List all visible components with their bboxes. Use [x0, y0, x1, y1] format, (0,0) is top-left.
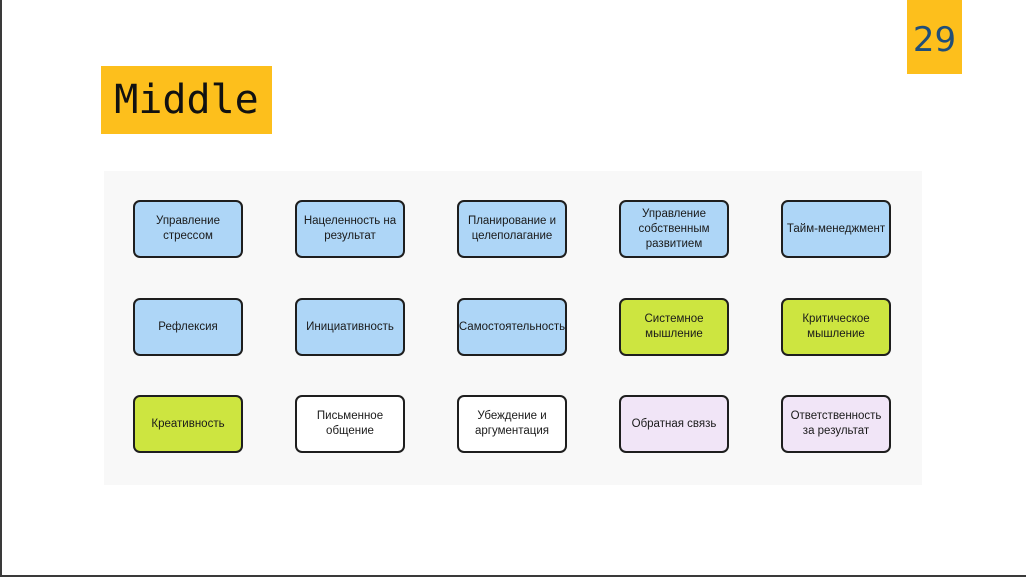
skill-card-accountability: Ответственность за результат — [781, 395, 891, 453]
skill-card-self-development: Управление собственным развитием — [619, 200, 729, 258]
skill-card-independence: Самостоятельность — [457, 298, 567, 356]
skill-card-reflection: Рефлексия — [133, 298, 243, 356]
skill-card-stress-management: Управление стрессом — [133, 200, 243, 258]
skill-card-planning-goal-setting: Планирование и целеполагание — [457, 200, 567, 258]
skill-card-initiative: Инициативность — [295, 298, 405, 356]
slide-title: Middle — [101, 66, 272, 134]
skill-card-systems-thinking: Системное мышление — [619, 298, 729, 356]
skill-card-time-management: Тайм-менеджмент — [781, 200, 891, 258]
skill-card-critical-thinking: Критическое мышление — [781, 298, 891, 356]
skill-card-written-communication: Письменное общение — [295, 395, 405, 453]
skill-card-persuasion: Убеждение и аргументация — [457, 395, 567, 453]
skill-card-creativity: Креативность — [133, 395, 243, 453]
skill-card-feedback: Обратная связь — [619, 395, 729, 453]
skills-board: Управление стрессом Нацеленность на резу… — [104, 171, 922, 485]
page-number: 29 — [907, 0, 962, 74]
skill-card-result-orientation: Нацеленность на результат — [295, 200, 405, 258]
